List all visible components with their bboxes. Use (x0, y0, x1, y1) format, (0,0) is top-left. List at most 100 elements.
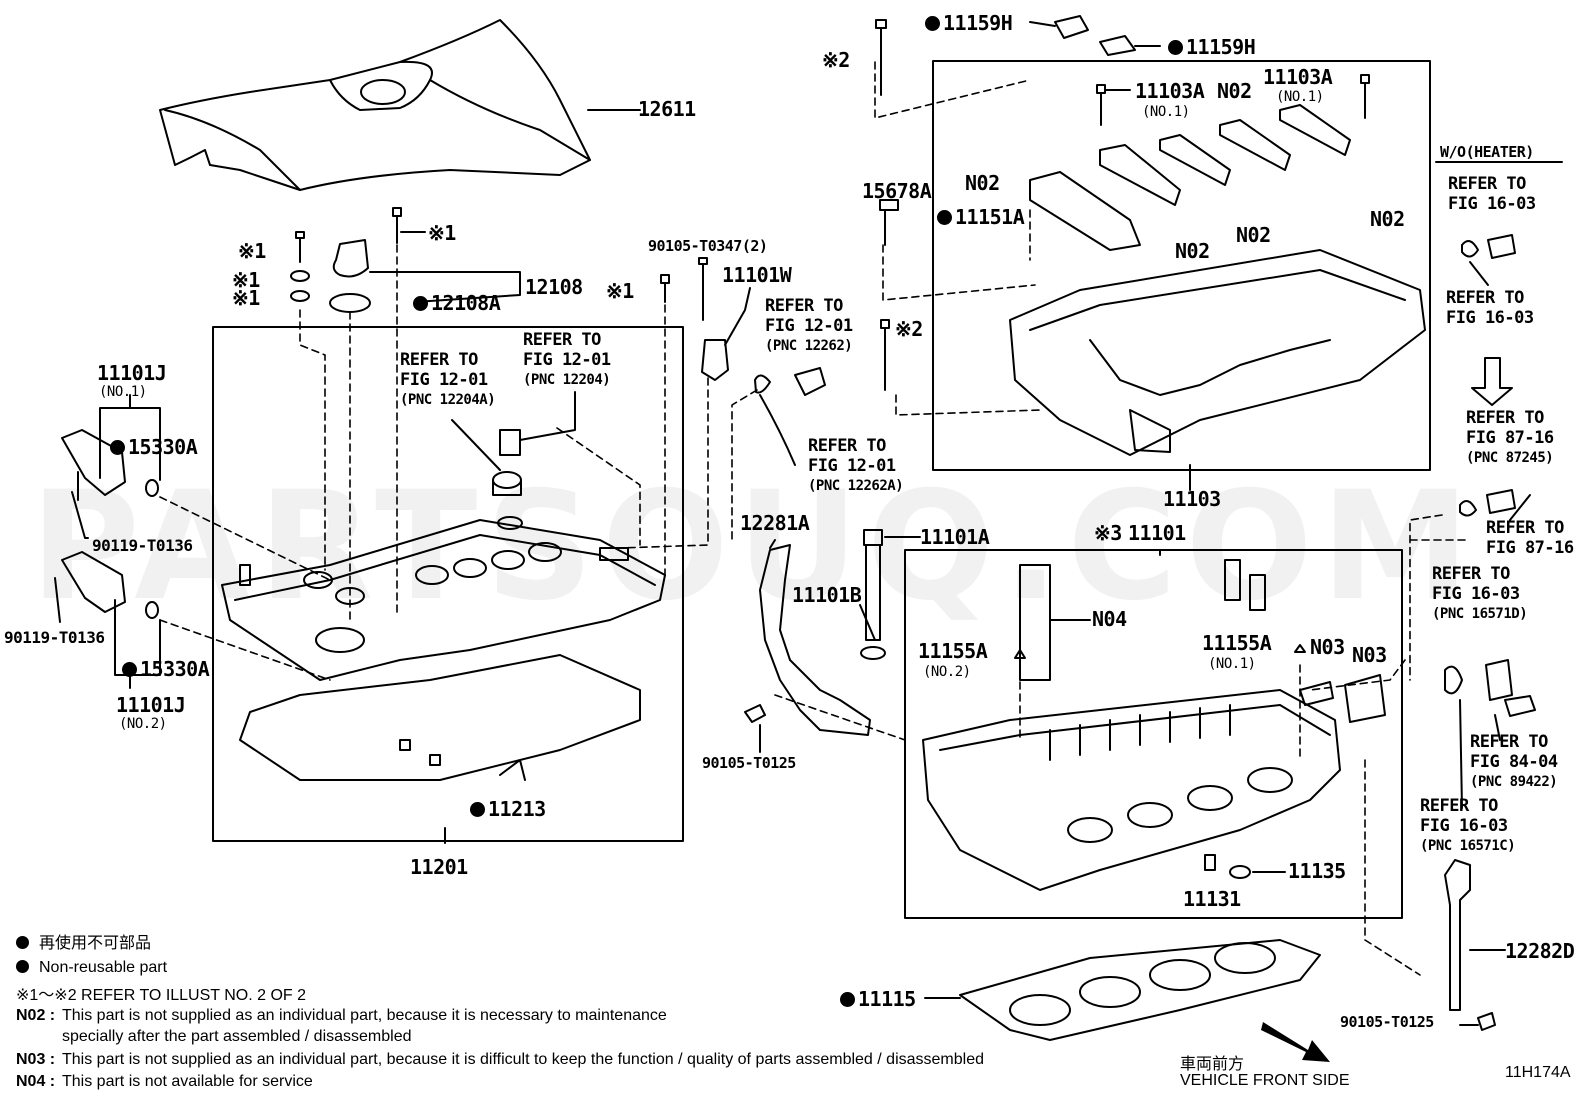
label-N02-e: N02 (1236, 223, 1271, 247)
label-star1-b: ※1 (428, 221, 456, 245)
bracket-12282D (1444, 859, 1471, 1011)
label-11101B: 11101B (792, 583, 862, 607)
nonreusable-dot (470, 802, 485, 817)
nonreusable-dot (840, 992, 855, 1007)
clamp-16571 (1444, 665, 1463, 695)
label-N03-b: N03 (1352, 643, 1387, 667)
label-star1-a: ※1 (238, 239, 266, 263)
label-12108: 12108 (525, 275, 583, 299)
bracket-11101J-2 (114, 599, 161, 689)
label-12281A: 12281A (740, 511, 810, 535)
label-star1-e: ※1 (606, 279, 634, 303)
plug-11131 (1204, 854, 1216, 871)
legend-n02: N02 :This part is not supplied as an ind… (16, 1007, 667, 1024)
label-12611: 12611 (638, 97, 696, 121)
label-11155A-2-sub: (NO.2) (923, 664, 971, 680)
legend-n03: N03 :This part is not supplied as an ind… (16, 1051, 984, 1068)
hose-12262 (794, 367, 826, 396)
nonreusable-dot (110, 440, 125, 455)
gasket-11213 (239, 654, 641, 781)
label-11101: 11101 (1128, 521, 1186, 545)
label-11159H-a: 11159H (925, 12, 1013, 34)
leader-87-16 (1509, 494, 1531, 521)
engine-cover-12611 (159, 19, 591, 191)
legend-n02-cont: specially after the part assembled / dis… (62, 1028, 412, 1045)
label-11115: 11115 (840, 988, 916, 1010)
label-11101A: 11101A (920, 525, 990, 549)
leader-11101B (859, 604, 876, 641)
bolt-90105-T0125-a (744, 704, 766, 723)
front-label-en: VEHICLE FRONT SIDE (1180, 1072, 1350, 1089)
valve-guides (1224, 559, 1266, 611)
frame-11101 (904, 549, 1403, 919)
label-11213: 11213 (470, 798, 546, 820)
front-label-jp: 車両前方 (1180, 1056, 1245, 1073)
pcv-valve (492, 429, 522, 496)
label-star3: ※3 (1094, 521, 1122, 545)
bearing-caps (1029, 104, 1351, 251)
cylinder-head-cover (221, 516, 666, 681)
hose-16571 (1485, 659, 1513, 701)
plug-11135 (1229, 865, 1251, 879)
sleeve-N04 (1019, 564, 1051, 681)
label-11103A-b-sub: (NO.1) (1276, 89, 1324, 105)
label-15678A: 15678A (862, 179, 932, 203)
pin-11155A-2 (1014, 649, 1026, 659)
label-N02-b: N02 (965, 171, 1000, 195)
label-11155A-1-sub: (NO.1) (1208, 656, 1256, 672)
leader-90119-b (54, 577, 61, 623)
leader-16571C (1459, 699, 1463, 809)
label-12108A: 12108A (413, 292, 501, 314)
label-11159H-b: 11159H (1168, 36, 1256, 58)
label-11131: 11131 (1183, 887, 1241, 911)
assembly-dashed-lines (159, 61, 1471, 976)
label-90105-T0125-a: 90105-T0125 (702, 754, 796, 772)
leader-ref-16-03 (1469, 261, 1489, 286)
label-star1-c: ※1 (232, 268, 260, 292)
clamp-87-16 (1459, 500, 1477, 517)
cylinder-head (922, 689, 1341, 891)
hose-87-16 (1486, 489, 1516, 514)
label-11101J-2-sub: (NO.2) (119, 716, 167, 732)
label-90119-a: 90119-T0136 (92, 536, 193, 555)
label-N02-c: N02 (1370, 207, 1405, 231)
label-90105-T0125-b: 90105-T0125 (1340, 1013, 1434, 1031)
frame-11201 (212, 326, 684, 842)
leader-12281A (769, 539, 776, 549)
bolt-star2 (880, 319, 890, 391)
leader-90119-a (71, 491, 89, 539)
label-11101W: 11101W (722, 263, 792, 287)
plug-11159H-b (1099, 35, 1136, 56)
label-11151A: 11151A (937, 206, 1025, 228)
down-arrow (1471, 357, 1513, 406)
frame-11103 (932, 60, 1431, 471)
label-N02-a: N02 (1217, 79, 1252, 103)
leader-12262A (759, 394, 796, 466)
bracket-11101J-1 (99, 394, 161, 481)
illustration-code: 11H174A (1505, 1064, 1571, 1081)
label-90105-T0347: 90105-T0347(2) (648, 237, 768, 255)
nonreusable-dot (937, 210, 952, 225)
clamp-12262A (754, 374, 771, 394)
label-N04: N04 (1092, 607, 1127, 631)
label-11101J-1-sub: (NO.1) (99, 384, 147, 400)
clamp-16-03 (1461, 240, 1479, 258)
plug-11159H-a (1054, 15, 1089, 39)
bolt-star2-top (875, 19, 887, 96)
nonreusable-dot (413, 296, 428, 311)
label-star2-a: ※2 (822, 48, 850, 72)
label-11101J-2: 11101J (116, 693, 186, 717)
hose-16-03 (1487, 234, 1516, 259)
label-11155A-1: 11155A (1202, 631, 1272, 655)
legend-refer-illust: ※1～※2 REFER TO ILLUST NO. 2 OF 2 (16, 987, 307, 1004)
label-11103A-a: 11103A (1135, 79, 1205, 103)
bolt-90105-T0125-b (1477, 1012, 1496, 1031)
cam-position-sensor (698, 257, 729, 381)
label-11103A-a-sub: (NO.1) (1142, 104, 1190, 120)
